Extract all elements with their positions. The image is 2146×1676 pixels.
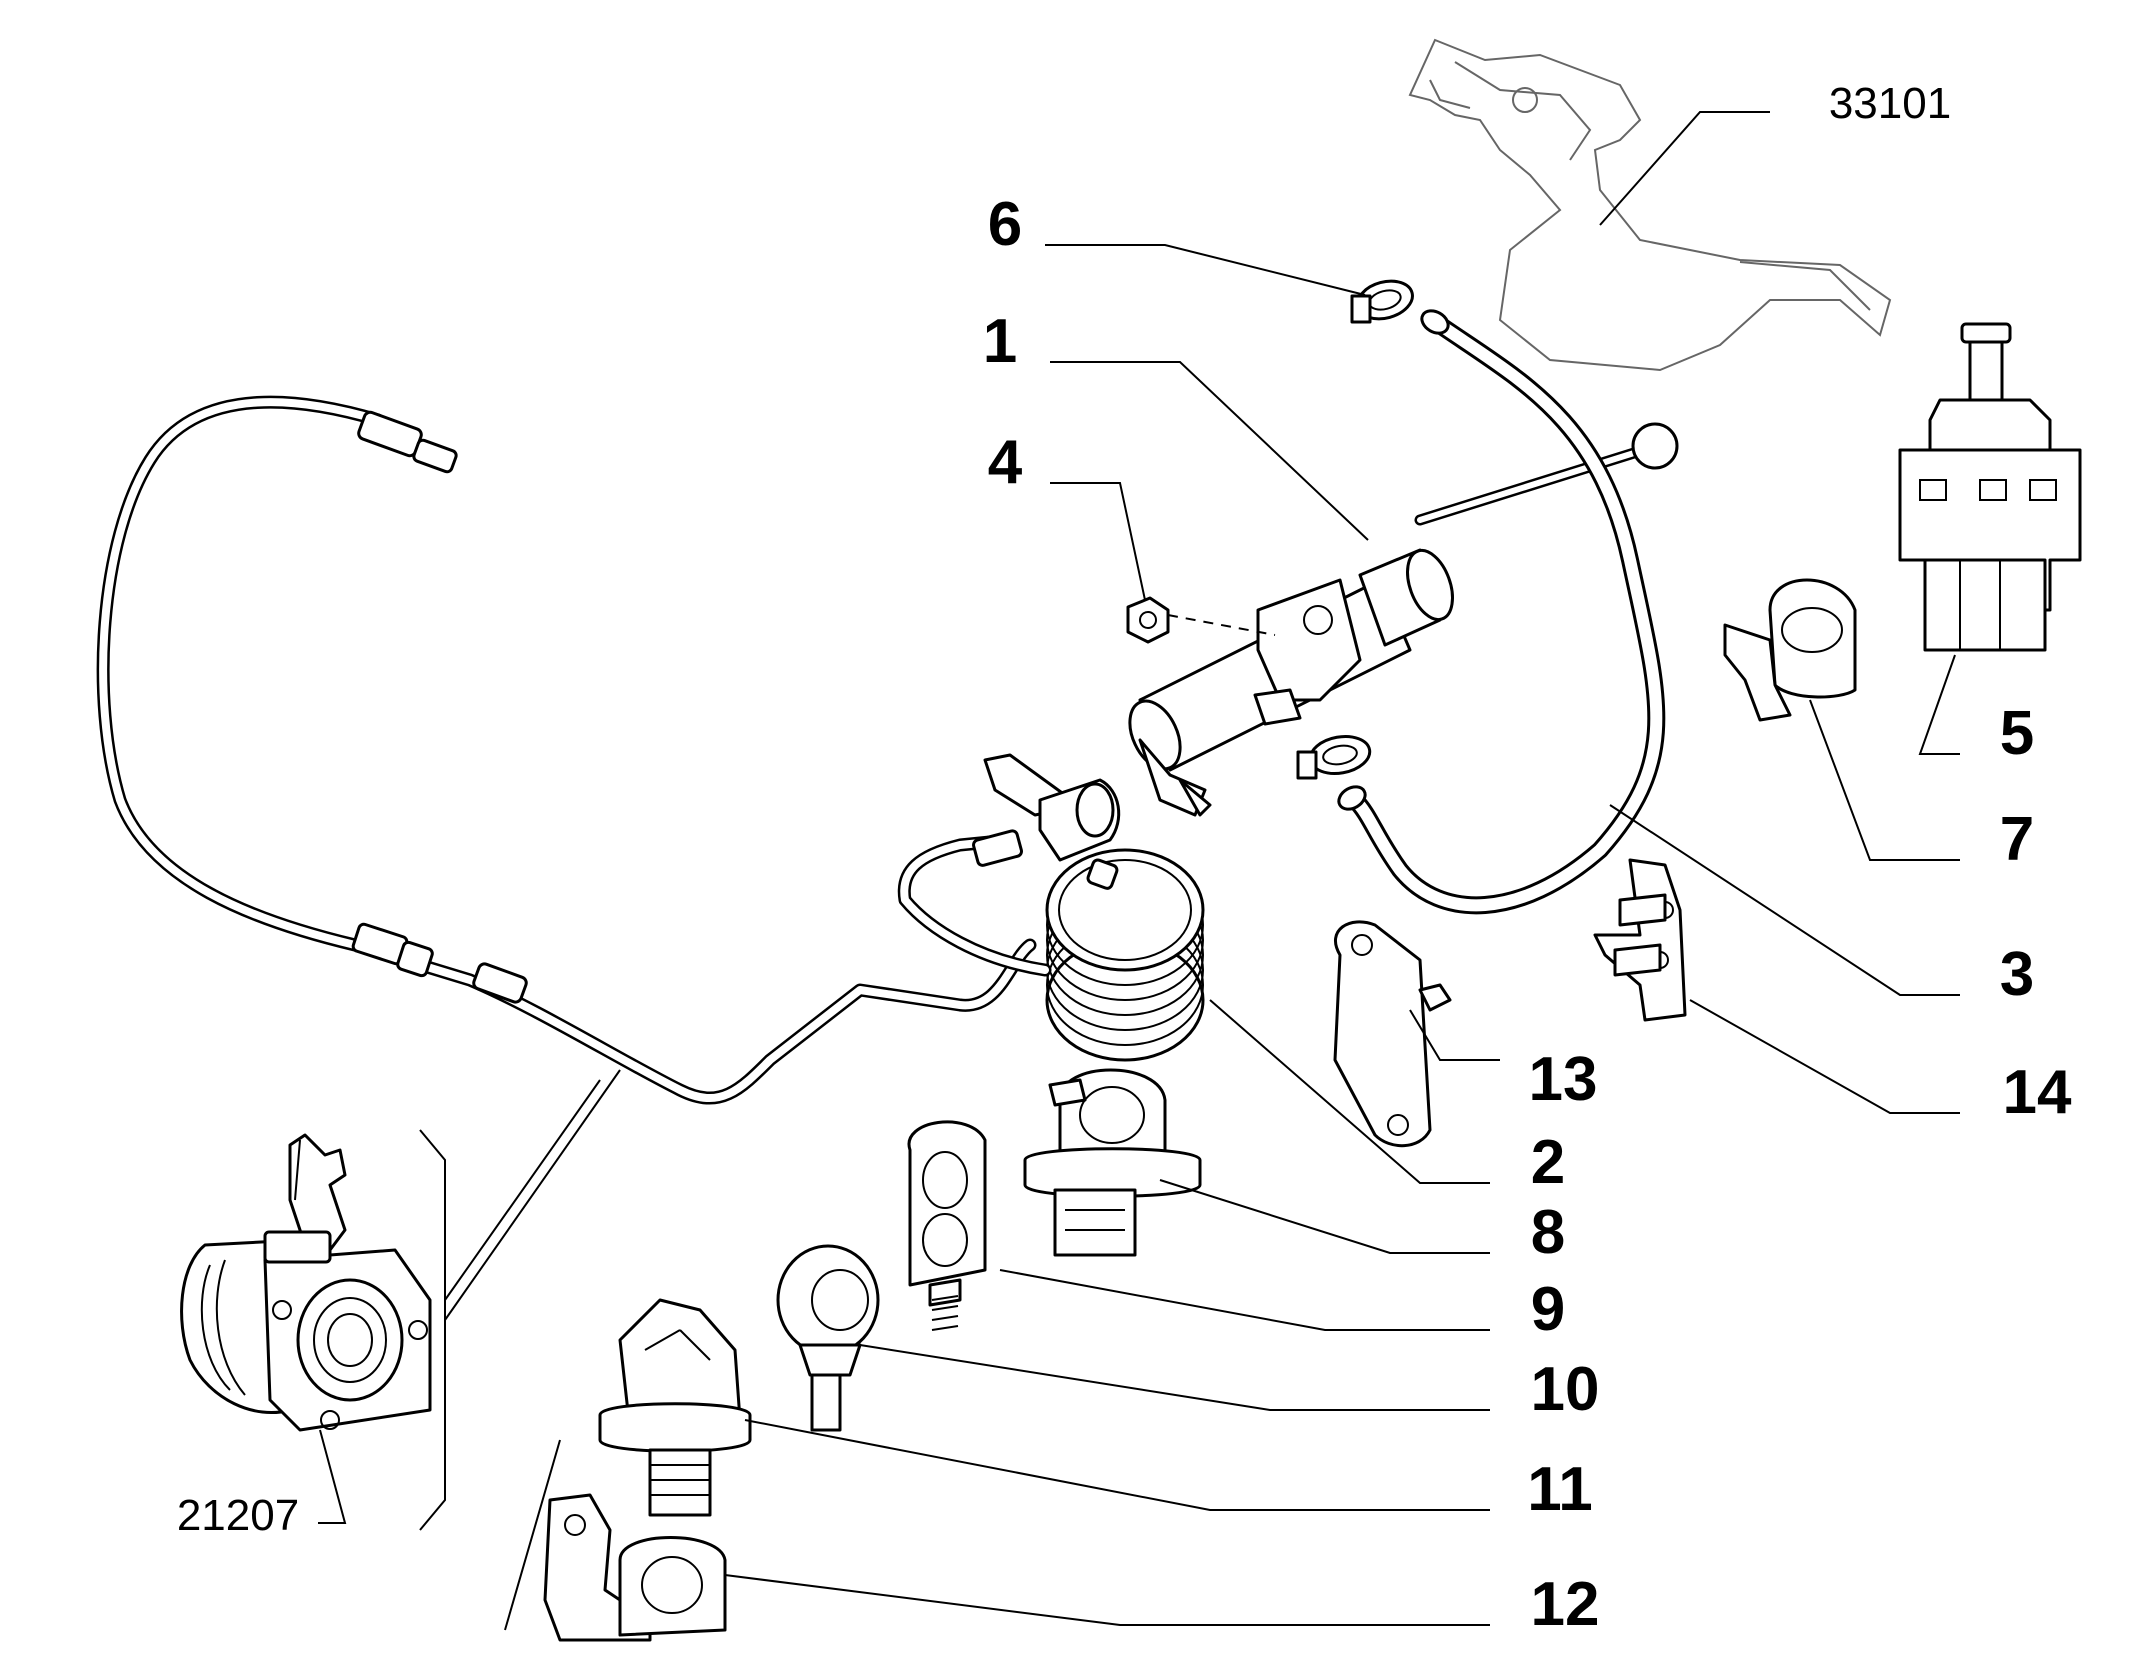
callout-10: 10	[1531, 1355, 1600, 1424]
pipe-clip-part-9	[907, 1120, 987, 1331]
callout-1: 1	[983, 307, 1017, 376]
leader-lines	[318, 111, 1960, 1626]
bracket-clip-part-12	[543, 1493, 727, 1642]
callout-5: 5	[2000, 699, 2034, 768]
hose-clamp-part-6	[1350, 279, 1414, 324]
callout-8: 8	[1531, 1198, 1565, 1267]
callout-4: 4	[988, 428, 1023, 497]
pipe-clip-part-11	[598, 1298, 752, 1517]
group-bracket	[419, 1129, 446, 1531]
callout-11: 11	[1527, 1455, 1593, 1524]
callout-12: 12	[1531, 1570, 1600, 1639]
callout-7: 7	[2000, 805, 2034, 874]
callout-13: 13	[1529, 1045, 1598, 1114]
callout-labels: 1 2 3 4 5 6 7 8 9 10 11 12 13 14	[983, 190, 2072, 1639]
group-pointer-2	[444, 1069, 621, 1321]
group-line-12	[504, 1439, 561, 1631]
hydraulic-pipe-part-2	[96, 395, 1205, 1105]
nut-part-4	[1126, 596, 1276, 644]
flexible-hose-part-3	[1337, 309, 1666, 915]
callout-6: 6	[988, 190, 1022, 259]
pipe-clip-part-7	[1723, 578, 1857, 722]
pipe-coil	[1045, 848, 1205, 1062]
release-bearing-ref-21207	[180, 1133, 432, 1432]
clutch-switch-part-5	[1898, 322, 2082, 652]
callout-9: 9	[1531, 1275, 1565, 1344]
hose-clamp-lower	[1296, 735, 1372, 780]
group-pointer-1	[444, 1079, 601, 1301]
ref-33101: 33101	[1829, 79, 1951, 128]
ref-21207: 21207	[177, 1491, 299, 1540]
pipe-clip-part-8	[1023, 1068, 1202, 1257]
callout-14: 14	[2003, 1058, 2072, 1127]
callout-2: 2	[1531, 1128, 1565, 1197]
reference-labels: 33101 21207	[177, 79, 1951, 1540]
callout-3: 3	[2000, 940, 2034, 1009]
bracket-part-14	[1593, 858, 1687, 1022]
master-cylinder-part-1	[1128, 422, 1679, 817]
pedal-assembly-ref-33101	[1408, 38, 1892, 372]
pipe-clip-part-10	[776, 1244, 880, 1432]
cover-plate-part-13	[1333, 920, 1452, 1148]
